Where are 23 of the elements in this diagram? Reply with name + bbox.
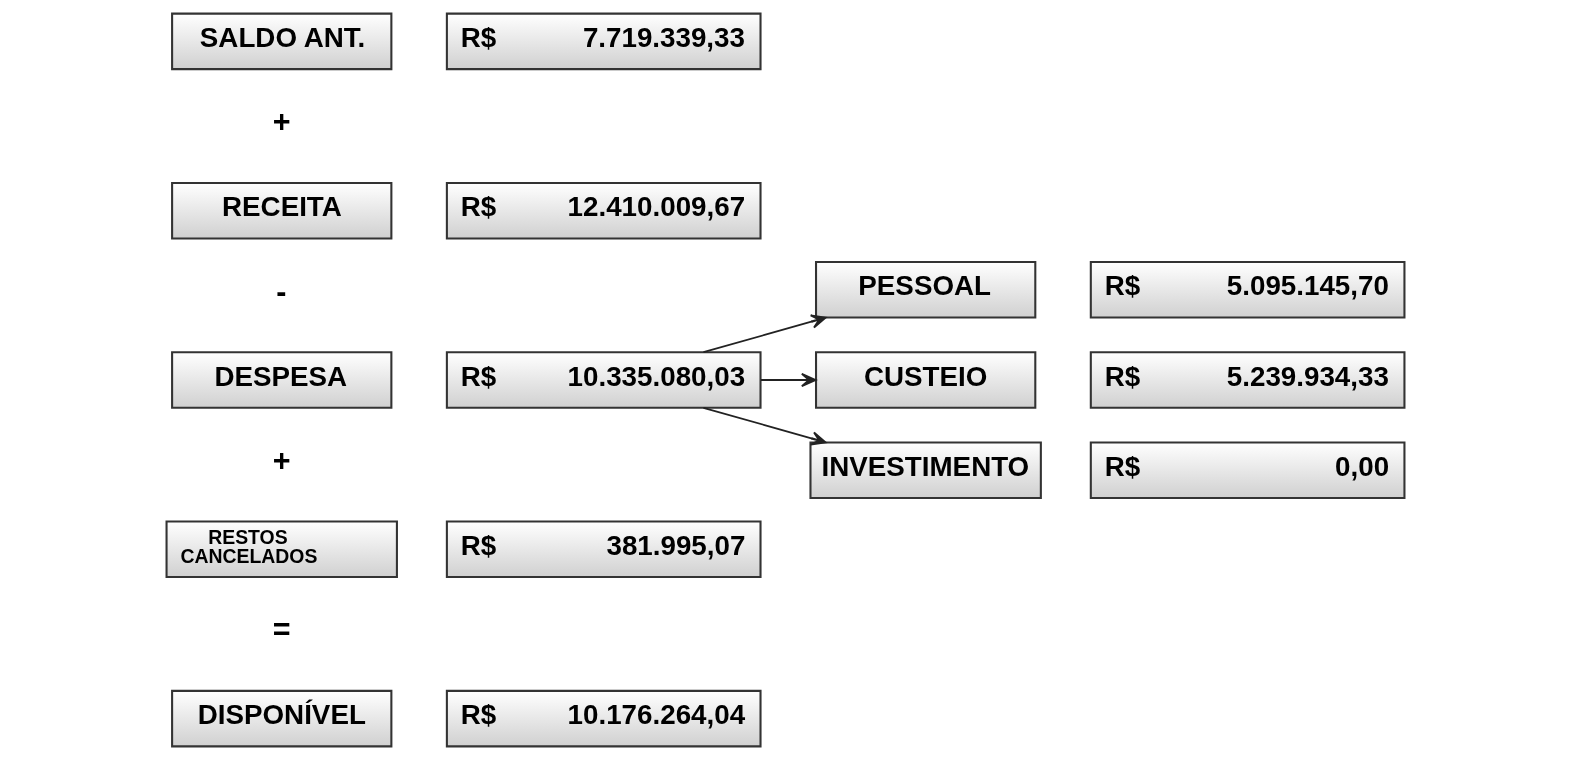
node-box: CUSTEIO xyxy=(814,351,1036,409)
node-box: R$ 5.239.934,33 xyxy=(1089,351,1405,409)
node-box: R$ 381.995,07 xyxy=(445,520,762,579)
label: = xyxy=(272,612,291,647)
arrow xyxy=(702,406,827,446)
arrow xyxy=(759,372,817,388)
node-box: PESSOAL xyxy=(814,261,1036,319)
node-box: R$ 7.719.339,33 xyxy=(445,12,762,71)
node-box: INVESTIMENTO xyxy=(808,441,1042,499)
node-box: DISPONÍVEL xyxy=(170,689,392,748)
label: + xyxy=(272,443,291,478)
arrow xyxy=(702,314,827,354)
node-box: RECEITA xyxy=(170,181,392,240)
node-box: RESTOS CANCELADOS xyxy=(165,520,398,579)
node-box: R$ 10.176.264,04 xyxy=(445,689,762,748)
label: + xyxy=(272,104,291,139)
node-box: R$ 5.095.145,70 xyxy=(1089,261,1405,319)
label: - xyxy=(275,273,286,308)
node-box: DESPESA xyxy=(170,351,392,409)
node-box: R$ 0,00 xyxy=(1089,441,1405,499)
node-box: SALDO ANT. xyxy=(170,12,392,71)
node-box: R$ 12.410.009,67 xyxy=(445,181,762,240)
node-box: R$ 10.335.080,03 xyxy=(445,351,762,409)
